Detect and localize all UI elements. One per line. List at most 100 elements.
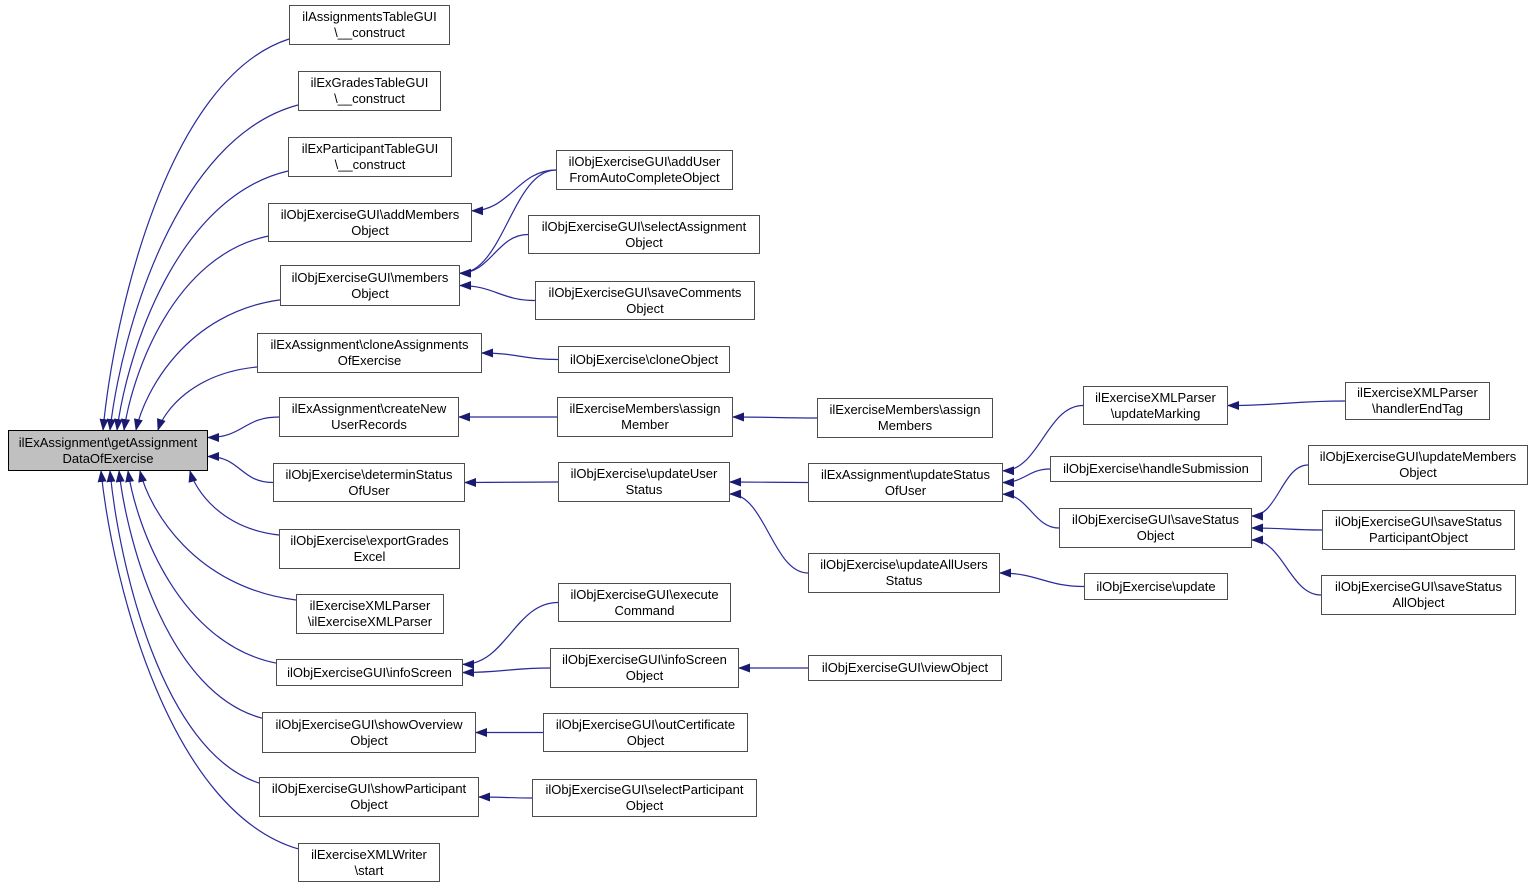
call-edge-handleSubmission-to-updateStatusOfUser	[1002, 468, 1051, 487]
call-edge-addUserFromAutoCompleteObject-to-addMembersObject	[471, 169, 557, 216]
graph-node-label: Object	[1136, 528, 1175, 543]
graph-node-label: Member	[621, 417, 669, 432]
call-edge-updateMarking-to-updateStatusOfUser	[1002, 404, 1084, 476]
graph-node-label: Object	[625, 798, 664, 813]
call-edge-updateAllUsersStatus-to-updateUserStatus	[729, 489, 809, 574]
graph-node-ctor-ilExGradesTableGUI[interactable]: ilExGradesTableGUI\__construct	[298, 71, 441, 111]
graph-node-label: ilExAssignment\createNew	[291, 401, 447, 416]
graph-node-viewObject[interactable]: ilObjExerciseGUI\viewObject	[808, 655, 1002, 681]
graph-node-ctor-ilExerciseXMLParser[interactable]: ilExerciseXMLParser\ilExerciseXMLParser	[296, 594, 444, 634]
graph-node-label: ilObjExerciseGUI\showParticipant	[271, 781, 467, 796]
graph-node-label: ilExerciseXMLWriter	[311, 846, 427, 862]
graph-node-label: ilAssignmentsTableGUI	[302, 9, 437, 24]
graph-node-label: ilObjExerciseGUI\execute	[570, 586, 719, 602]
graph-node-label: Object	[626, 732, 665, 748]
graph-node-label: OfUser	[884, 482, 927, 498]
call-edge-handlerEndTag-to-updateMarking	[1227, 400, 1346, 410]
graph-node-label: \updateMarking	[1110, 405, 1201, 421]
graph-node-label: ilObjExercise\update	[1096, 578, 1216, 594]
graph-node-label: ilObjExercise\exportGrades	[290, 533, 449, 548]
graph-node-label: ilObjExerciseGUI\saveStatus	[1072, 512, 1239, 527]
graph-node-label: ilObjExercise\updateUser	[570, 466, 718, 481]
graph-node-label: ilObjExerciseGUI\viewObject	[821, 660, 989, 675]
graph-node-label: ilExGradesTableGUI	[310, 75, 429, 90]
graph-node-update[interactable]: ilObjExercise\update	[1084, 573, 1228, 600]
call-edge-saveStatusAllObject-to-saveStatusObject	[1251, 535, 1322, 596]
graph-node-label: ilObjExercise\updateAllUsers	[820, 557, 988, 572]
graph-node-handleSubmission[interactable]: ilObjExercise\handleSubmission	[1050, 456, 1262, 482]
graph-node-cloneObject[interactable]: ilObjExercise\cloneObject	[558, 346, 730, 373]
call-edge-cloneObject-to-cloneAssignmentsOfExercise	[481, 348, 559, 361]
graph-node-label: Status	[625, 482, 663, 497]
graph-node-label: ilObjExerciseGUI\infoScreen	[562, 652, 727, 667]
graph-node-ctor-ilAssignmentsTableGUI[interactable]: ilAssignmentsTableGUI\__construct	[289, 5, 450, 45]
graph-node-label: AllObject	[1392, 595, 1445, 610]
call-edge-createNewUserRecords-to-getAssignmentDataOfExercise	[207, 416, 280, 442]
call-edge-infoScreen-to-getAssignmentDataOfExercise	[125, 470, 277, 664]
graph-node-label: ParticipantObject	[1369, 530, 1468, 545]
call-edge-updateStatusOfUser-to-updateUserStatus	[729, 477, 809, 487]
graph-node-label: ilObjExercise\cloneObject	[569, 351, 719, 367]
call-edge-ctor-ilExGradesTableGUI-to-getAssignmentDataOfExercise	[106, 104, 299, 431]
call-edge-exportGradesExcel-to-getAssignmentDataOfExercise	[188, 470, 280, 536]
call-edge-executeCommand-to-infoScreen	[462, 601, 559, 669]
graph-node-label: ilObjExerciseGUI\outCertificate	[555, 716, 736, 732]
graph-node-label: ilExerciseXMLParser	[309, 598, 431, 613]
call-edge-saveStatusParticipantObject-to-saveStatusObject	[1251, 523, 1323, 533]
call-edge-membersObject-to-getAssignmentDataOfExercise	[133, 299, 281, 431]
graph-node-label: FromAutoCompleteObject	[569, 170, 720, 185]
graph-node-xmlWriter-start[interactable]: ilExerciseXMLWriter\start	[298, 843, 440, 882]
graph-node-label: ilExAssignment\getAssignment	[18, 434, 198, 450]
graph-node-label: ilObjExerciseGUI\updateMembers	[1319, 449, 1517, 464]
graph-node-label: ilExAssignment\updateStatus	[820, 466, 991, 482]
graph-node-label: Members	[877, 418, 933, 433]
graph-node-label: \handlerEndTag	[1371, 401, 1464, 416]
graph-node-label: Command	[614, 602, 675, 618]
graph-node-label: ilObjExerciseGUI\members	[291, 269, 449, 285]
call-edge-showOverviewObject-to-getAssignmentDataOfExercise	[115, 470, 263, 719]
graph-node-label: ilObjExercise\determinStatus	[285, 466, 453, 482]
graph-node-label: \ilExerciseXMLParser	[307, 614, 433, 629]
graph-node-ctor-ilExParticipantTableGUI[interactable]: ilExParticipantTableGUI\__construct	[288, 137, 452, 177]
graph-node-label: Object	[626, 300, 664, 316]
graph-node-handlerEndTag[interactable]: ilExerciseXMLParser\handlerEndTag	[1345, 382, 1490, 420]
graph-node-label: ilExAssignment\cloneAssignments	[270, 337, 469, 352]
graph-node-label: \__construct	[334, 157, 406, 172]
call-edge-ctor-ilAssignmentsTableGUI-to-getAssignmentDataOfExercise	[99, 38, 290, 431]
graph-node-label: ilObjExercise\handleSubmission	[1063, 461, 1249, 476]
call-edge-updateMembersObject-to-saveStatusObject	[1251, 464, 1309, 521]
call-edge-addMembersObject-to-getAssignmentDataOfExercise	[121, 235, 269, 431]
graph-node-label: ilExerciseXMLParser	[1095, 389, 1216, 405]
graph-node-label: Object	[625, 234, 663, 250]
graph-node-label: \__construct	[334, 25, 405, 40]
graph-node-infoScreen[interactable]: ilObjExerciseGUI\infoScreen	[276, 659, 463, 686]
graph-node-updateMarking[interactable]: ilExerciseXMLParser\updateMarking	[1083, 386, 1228, 425]
call-edge-updateUserStatus-to-determinStatusOfUser	[464, 477, 559, 487]
graph-node-label: DataOfExercise	[62, 450, 154, 466]
